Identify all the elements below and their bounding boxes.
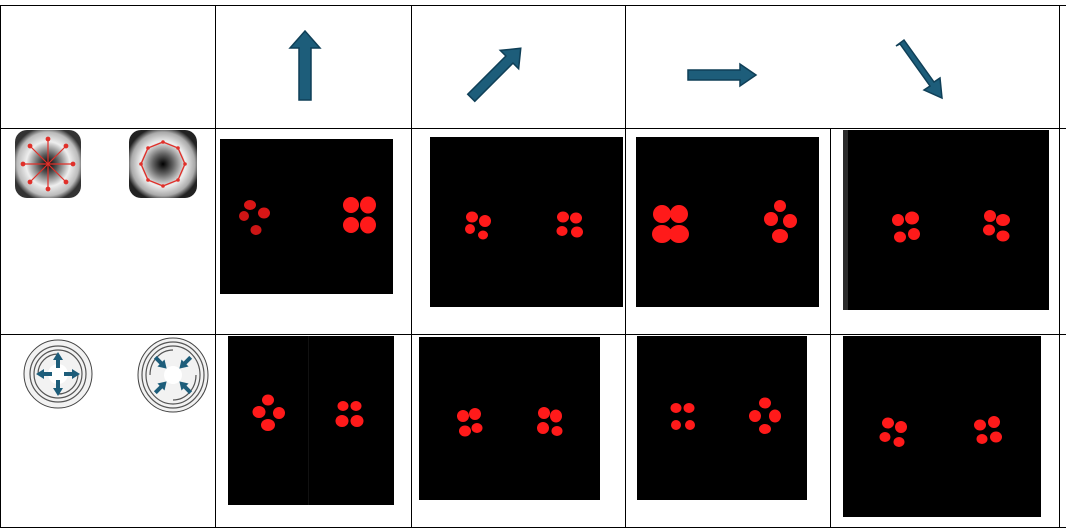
spiral-converging-arrows-icon [137, 337, 209, 413]
arrow-down-right-icon [895, 38, 943, 100]
spot-panel-row2-right [637, 336, 807, 500]
column-divider-4 [830, 128, 831, 528]
spot-pair-row1-right [652, 200, 797, 243]
column-divider-2 [411, 5, 412, 528]
row-divider-1 [0, 128, 1066, 129]
spot-panel-row2-down-right [843, 336, 1041, 517]
radial-gradient-ring-icon [129, 130, 197, 198]
arrow-up-icon [288, 29, 322, 101]
arrow-up-right-icon [466, 47, 522, 103]
spot-pair-row2-down-right [879, 416, 1002, 447]
spot-panel-row1-right [636, 137, 819, 307]
spiral-diverging-arrows-icon [23, 339, 93, 409]
table-border-bottom [0, 527, 1066, 528]
spot-pair-row2-up-right [457, 407, 563, 437]
spot-pair-row1-up [239, 196, 376, 235]
spot-panel-row1-up [220, 139, 393, 294]
spot-pair-row1-down-right [843, 130, 1010, 310]
spot-pair-row1-up-right [465, 211, 583, 240]
spot-panel-row2-up-right [419, 337, 600, 500]
table-border-top [0, 5, 1066, 6]
spot-panel-row2-up [228, 336, 394, 505]
spot-panel-row1-up-right [430, 137, 623, 307]
arrow-right-icon [687, 62, 758, 88]
row-divider-2 [0, 334, 1066, 335]
spot-pair-row2-up [252, 336, 364, 505]
radial-gradient-outward-icon [15, 130, 81, 198]
column-divider-0 [0, 5, 1, 528]
column-divider-5 [1059, 5, 1060, 528]
column-divider-1 [215, 5, 216, 528]
column-divider-3 [625, 5, 626, 528]
spot-panel-row1-down-right [843, 130, 1049, 310]
spot-pair-row2-right [670, 397, 781, 434]
